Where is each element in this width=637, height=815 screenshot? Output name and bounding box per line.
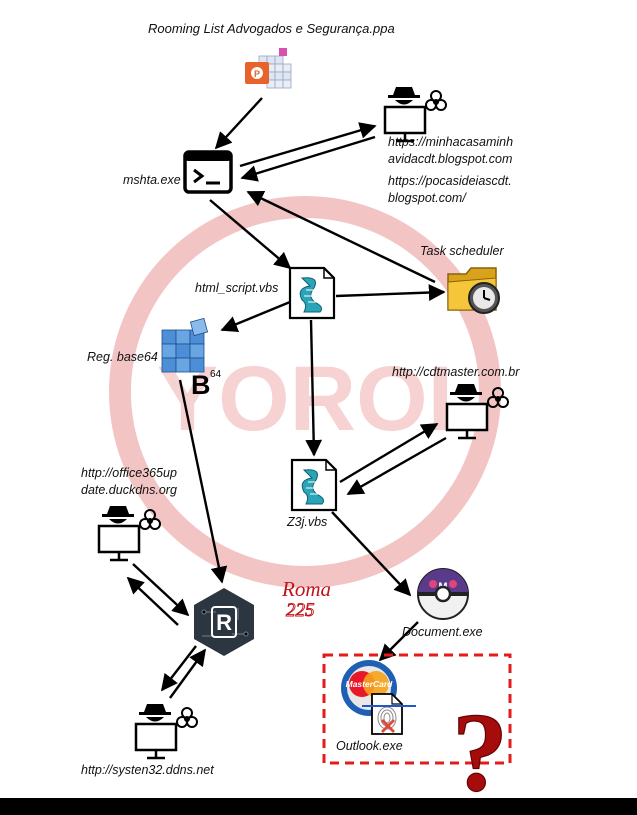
mastercard-icon: MasterCard: [341, 660, 397, 716]
hacker-icon-systen32: [134, 704, 198, 760]
watermark-text: YOROI: [157, 348, 453, 450]
arrow-tasksched-to-mshta: [246, 190, 436, 284]
hacker-icon: [383, 87, 447, 143]
office365-line2: date.duckdns.org: [81, 483, 177, 497]
url1-line1: https://minhacasaminh: [388, 135, 514, 149]
hacker-icon-cdtmaster: [445, 384, 509, 440]
question-mark-icon: ?: [451, 690, 508, 815]
task-scheduler-label: Task scheduler: [420, 244, 504, 258]
r-hexagon-icon: R: [194, 588, 254, 656]
arrow-office365-to-r: [132, 563, 190, 617]
arrow-z3j-to-cdtmaster: [339, 422, 439, 484]
script-icon-z3j: [290, 458, 338, 512]
b64-exponent: 64: [210, 369, 222, 380]
roma-text: Roma: [281, 577, 331, 601]
pokeball-icon: M: [417, 568, 469, 620]
office365-line1: http://office365up: [81, 466, 177, 480]
url2-line2: blogspot.com/: [388, 191, 466, 205]
registry-icon: [161, 317, 209, 373]
cdtmaster-label: http://cdtmaster.com.br: [392, 365, 520, 379]
r-letter: R: [216, 610, 232, 635]
arrow-ppa-to-mshta: [214, 97, 263, 150]
document-label: Document.exe: [402, 625, 483, 639]
arrow-reg-to-r: [178, 379, 228, 584]
arrow-htmlscript-to-tasksched: [335, 284, 446, 301]
ppa-file-label: Rooming List Advogados e Segurança.ppa: [148, 21, 395, 36]
arrow-htmlscript-to-reg: [220, 300, 291, 333]
arrow-r-to-office365: [126, 576, 179, 626]
arrow-z3j-to-document: [331, 511, 412, 597]
outlook-highlight-box: [322, 653, 512, 765]
arrow-mshta-to-url1: [239, 122, 377, 168]
outlook-label: Outlook.exe: [336, 739, 403, 753]
reg-base64-label: Reg. base64: [87, 350, 158, 364]
mastercard-text: MasterCard: [346, 679, 394, 689]
arrow-mshta-to-htmlscript: [209, 199, 292, 270]
bottom-bar: [0, 798, 637, 815]
b64-letter: B: [191, 370, 211, 400]
html-script-label: html_script.vbs: [195, 281, 279, 295]
hacker-icon-office365: [97, 506, 161, 562]
powerpoint-addin-icon: P: [245, 48, 292, 89]
url2-line1: https://pocasideiascdt.: [388, 174, 512, 188]
svg-text:P: P: [254, 69, 260, 79]
terminal-icon: [183, 150, 233, 194]
z3j-label: Z3j.vbs: [287, 515, 328, 529]
arrow-systen32-to-r: [169, 648, 206, 699]
fingerprint-file-icon: [362, 693, 416, 735]
question-mark-text: ?: [452, 691, 508, 815]
roma-number: 225: [286, 600, 315, 621]
arrow-url1-to-mshta: [240, 135, 376, 182]
arrow-htmlscript-to-z3j: [305, 319, 323, 457]
mshta-label: mshta.exe: [123, 173, 181, 187]
arrow-cdtmaster-to-z3j: [346, 436, 447, 496]
task-scheduler-icon: [447, 267, 500, 314]
url1-line2: avidacdt.blogspot.com: [388, 152, 513, 166]
systen32-label: http://systen32.ddns.net: [81, 763, 214, 777]
script-icon-html: [288, 266, 336, 320]
yoroi-watermark: YOROI: [109, 196, 501, 588]
